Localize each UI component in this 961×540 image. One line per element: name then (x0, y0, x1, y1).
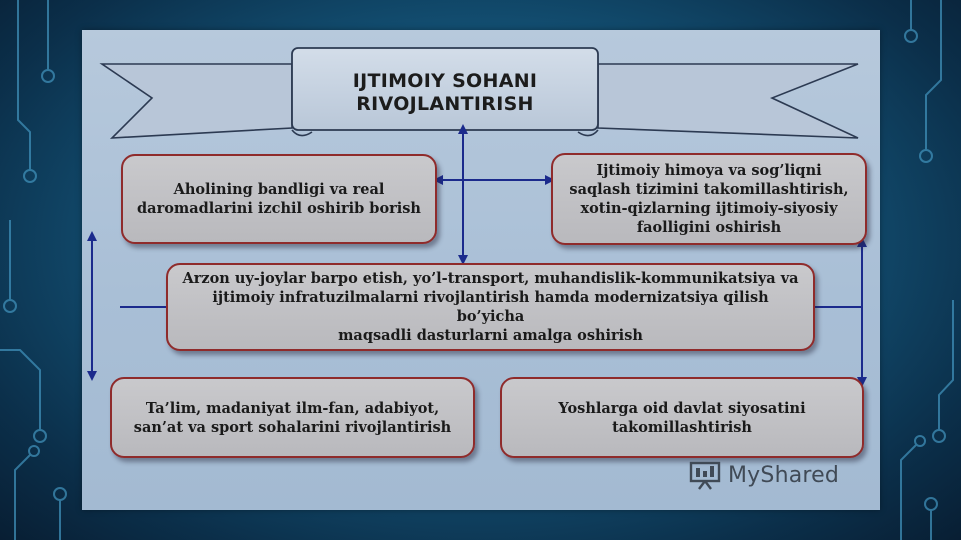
box-employment-line-1: Aholining bandligi va real (173, 181, 385, 198)
box-housing-line-2: ijtimoiy infratuzilmalarni rivojlantiris… (212, 289, 769, 325)
box-social-line-2: saqlash tizimini takomillashtirish, (569, 181, 849, 198)
box-youth-line-2: takomillashtirish (612, 418, 752, 436)
myshared-watermark: MyShared (688, 458, 839, 492)
circuit-decoration-left (0, 0, 67, 540)
box-social-protection: Ijtimoiy himoya va sog’liqni saqlash tiz… (551, 153, 867, 245)
box-education-line-1: Ta’lim, madaniyat ilm-fan, adabiyot, (145, 399, 440, 417)
title-line-1: IJTIMOIY SOHANI (352, 70, 538, 92)
box-housing: Arzon uy-joylar barpo etish, yo’l-transp… (166, 263, 815, 351)
box-education-line-2: san’at va sport sohalarini rivojlantiris… (133, 418, 452, 436)
box-education: Ta’lim, madaniyat ilm-fan, adabiyot, san… (110, 377, 475, 458)
diagram-title: IJTIMOIY SOHANI RIVOJLANTIRISH (292, 58, 598, 128)
box-employment: Aholining bandligi va real daromadlarini… (121, 154, 437, 244)
box-employment-line-2: daromadlarini izchil oshirib borish (137, 200, 421, 217)
box-social-line-3: xotin-qizlarning ijtimoiy-siyosiy (580, 200, 838, 217)
presentation-board-icon (689, 461, 721, 490)
box-youth: Yoshlarga oid davlat siyosatini takomill… (500, 377, 864, 458)
box-housing-line-1: Arzon uy-joylar barpo etish, yo’l-transp… (182, 270, 799, 287)
box-social-line-4: faolligini oshirish (636, 219, 782, 236)
circuit-decoration-right (900, 0, 954, 540)
box-social-line-1: Ijtimoiy himoya va sog’liqni (596, 162, 822, 179)
myshared-logo-text: MyShared (728, 462, 840, 488)
title-line-2: RIVOJLANTIRISH (356, 93, 534, 115)
box-housing-line-3: maqsadli dasturlarni amalga oshirish (338, 327, 643, 344)
box-youth-line-1: Yoshlarga oid davlat siyosatini (558, 399, 806, 417)
